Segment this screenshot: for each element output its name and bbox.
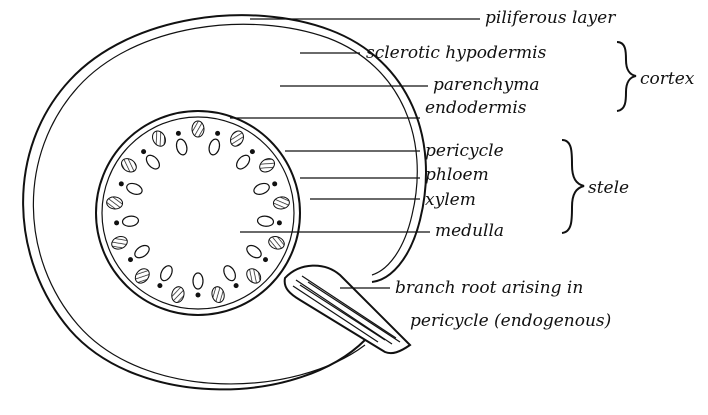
branch-root xyxy=(285,266,410,354)
vascular-bundles xyxy=(106,121,290,304)
stele-brace xyxy=(562,140,584,233)
xylem-strand xyxy=(208,138,222,156)
phloem-strand xyxy=(150,129,168,149)
label-sclerotic-hypodermis: sclerotic hypodermis xyxy=(366,43,547,63)
xylem-strand xyxy=(257,215,274,227)
protoxylem-dot xyxy=(277,220,282,225)
phloem-strand xyxy=(119,156,139,175)
label-phloem: phloem xyxy=(425,165,489,185)
protoxylem-dot xyxy=(114,220,119,225)
protoxylem-dot xyxy=(157,283,162,288)
phloem-strand xyxy=(228,129,246,149)
phloem-strand xyxy=(133,266,153,286)
protoxylem-dot xyxy=(141,149,146,154)
label-stele: stele xyxy=(588,178,629,198)
label-cortex: cortex xyxy=(640,69,695,89)
phloem-strand xyxy=(244,266,264,286)
protoxylem-dot xyxy=(234,283,239,288)
xylem-strand xyxy=(122,215,139,227)
pericycle-ring xyxy=(102,117,294,309)
protoxylem-dot xyxy=(128,257,133,262)
cortex-brace xyxy=(617,42,636,111)
label-medulla: medulla xyxy=(435,221,504,241)
phloem-strand xyxy=(273,196,290,210)
label-piliferous-layer: piliferous layer xyxy=(485,8,616,28)
protoxylem-dot xyxy=(119,181,124,186)
xylem-strand xyxy=(252,181,271,196)
xylem-strand xyxy=(144,153,162,172)
label-parenchyma: parenchyma xyxy=(433,75,539,95)
xylem-strand xyxy=(133,243,152,260)
stele-outline xyxy=(96,111,300,315)
phloem-strand xyxy=(170,285,185,303)
protoxylem-dot xyxy=(250,149,255,154)
xylem-strand xyxy=(245,243,264,260)
label-branch-root-line1: branch root arising in xyxy=(395,278,583,298)
label-endodermis: endodermis xyxy=(425,98,527,118)
protoxylem-dot xyxy=(215,131,220,136)
phloem-strand xyxy=(267,234,286,251)
protoxylem-dot xyxy=(176,131,181,136)
xylem-strand xyxy=(193,273,203,289)
phloem-strand xyxy=(106,196,123,210)
protoxylem-dot xyxy=(272,181,277,186)
phloem-strand xyxy=(210,285,225,303)
protoxylem-dot xyxy=(263,257,268,262)
xylem-strand xyxy=(125,181,144,196)
label-branch-root-line2: pericycle (endogenous) xyxy=(410,311,611,331)
label-pericycle: pericycle xyxy=(425,141,504,161)
phloem-strand xyxy=(257,156,277,175)
label-xylem: xylem xyxy=(425,190,476,210)
phloem-strand xyxy=(192,121,204,137)
phloem-strand xyxy=(110,234,129,251)
xylem-strand xyxy=(234,153,252,172)
protoxylem-dot xyxy=(196,293,201,298)
xylem-strand xyxy=(221,264,237,283)
xylem-strand xyxy=(158,264,174,283)
xylem-strand xyxy=(175,138,189,156)
